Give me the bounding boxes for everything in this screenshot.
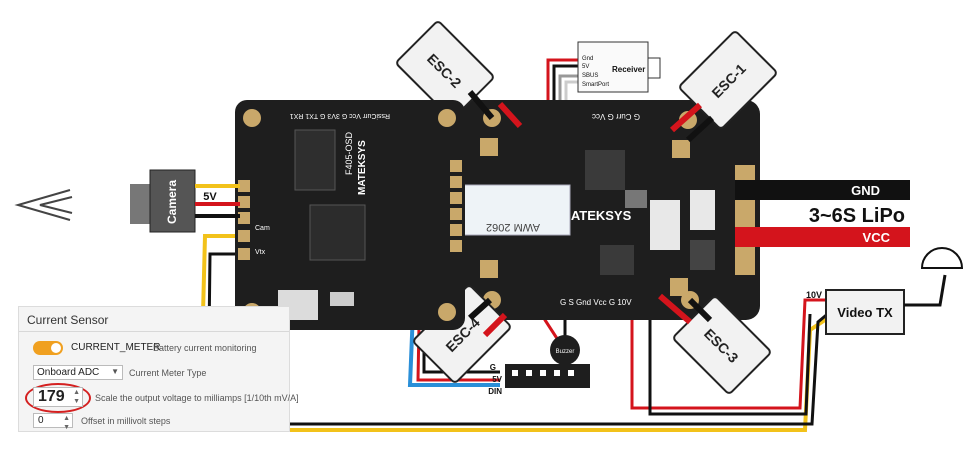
scale-value: 179 (38, 388, 65, 405)
receiver-pin-smartport: SmartPort (582, 82, 609, 88)
video-tx-voltage: 10V (806, 290, 822, 300)
wire-red-10v (630, 298, 828, 410)
spinner-icon[interactable]: ▲▼ (63, 415, 70, 431)
panel-title: Current Sensor (27, 313, 109, 327)
receiver-pin-gnd: Gnd (582, 56, 593, 62)
offset-value: 0 (38, 415, 44, 426)
scale-label: Scale the output voltage to milliamps [1… (95, 393, 299, 403)
led-pin-g: G (490, 363, 496, 372)
direction-arrow-icon (14, 189, 73, 221)
lipo-label: 3~6S LiPo (809, 205, 905, 227)
receiver: Receiver Gnd 5V SBUS SmartPort (577, 41, 661, 93)
select-label: Current Meter Type (129, 368, 207, 378)
led-strip: G 5V DIN (488, 363, 590, 396)
fc-model: F405-OSD (344, 131, 354, 175)
pdb-brand: MATEKSYS (560, 208, 632, 223)
vcc-label: VCC (863, 230, 891, 245)
led-pin-5v: 5V (492, 375, 502, 384)
receiver-pin-5v: 5V (582, 64, 589, 70)
spinner-icon[interactable]: ▲▼ (73, 389, 80, 405)
toggle-description: Battery current monitoring (153, 343, 257, 353)
esc-1: ESC-1 (679, 31, 777, 129)
highlight-ring (25, 383, 91, 413)
power-distribution-board: MATEKSYS G S Gnd Vcc G 10V G Curr G Vcc (460, 100, 760, 320)
gnd-label: GND (851, 183, 880, 198)
offset-input[interactable]: 0 ▲▼ (33, 413, 73, 431)
receiver-pin-sbus: SBUS (582, 73, 598, 79)
camera-voltage: 5V (203, 191, 217, 203)
panel-divider (19, 331, 289, 332)
offset-label: Offset in millivolt steps (81, 416, 171, 426)
current-sensor-panel: Current Sensor CURRENT_METER Battery cur… (18, 306, 299, 432)
camera: Camera (130, 169, 196, 233)
video-tx: Video TX 10V (806, 247, 964, 335)
receiver-label: Receiver (612, 65, 645, 74)
select-value: Onboard ADC (37, 367, 100, 378)
battery-leads: GND 3~6S LiPo VCC (735, 180, 910, 247)
chevron-down-icon: ▼ (111, 367, 119, 376)
camera-label: Camera (165, 180, 179, 224)
pdb-top-pads: G Curr G Vcc (592, 112, 640, 121)
toggle-knob (51, 343, 61, 353)
esc-3: ESC-3 (673, 296, 771, 394)
current-meter-type-select[interactable]: Onboard ADC ▼ (33, 365, 123, 380)
fc-brand: MATEKSYS (357, 140, 368, 195)
toggle-label: CURRENT_METER (71, 342, 161, 353)
pdb-bottom-pads: G S Gnd Vcc G 10V (560, 298, 632, 307)
scale-input[interactable]: 179 ▲▼ (33, 387, 83, 407)
fc-left-pad-1: Cam (255, 225, 270, 232)
current-meter-toggle[interactable] (33, 341, 63, 355)
video-tx-label: Video TX (837, 305, 893, 320)
antenna-icon (920, 247, 964, 269)
ribbon-label: AWM 2062 (486, 221, 540, 233)
fc-left-pad-2: Vtx (255, 249, 266, 256)
wire-black-ground (206, 252, 831, 426)
led-pin-din: DIN (488, 387, 502, 396)
fc-top-pads: RssiCurr Vcc G 3V3 G TX1 RX1 (290, 112, 390, 119)
buzzer-label: Buzzer (556, 349, 575, 355)
wire-black-vtx (648, 313, 812, 416)
buzzer: Buzzer (550, 335, 580, 365)
wire-yellow-video (197, 234, 830, 432)
flight-controller: MATEKSYS F405-OSD RssiCurr Vcc G 3V3 G T… (235, 100, 465, 330)
